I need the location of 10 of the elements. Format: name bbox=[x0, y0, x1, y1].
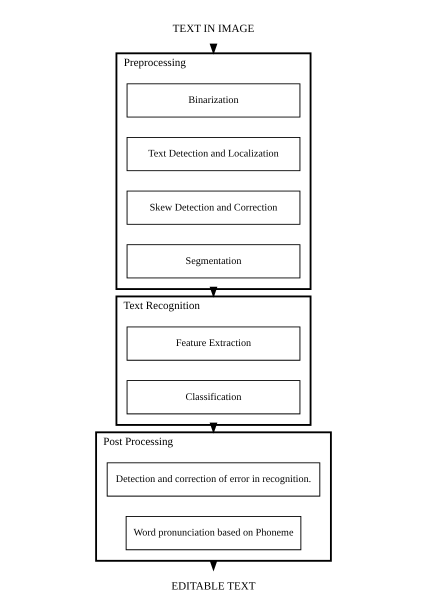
node-box: Skew Detection and Correction bbox=[126, 190, 300, 225]
node-box: Word pronunciation based on Phoneme bbox=[126, 516, 302, 550]
node-text: TEXT IN IMAGE bbox=[172, 23, 254, 36]
node-box: Detection and correction of error in recognition. bbox=[106, 462, 320, 497]
node-box: Binarization bbox=[126, 83, 300, 118]
node-text: EDITABLE TEXT bbox=[171, 580, 256, 593]
node-box: Feature Extraction bbox=[126, 326, 300, 361]
node-box: Classification bbox=[126, 380, 300, 414]
node-box: Segmentation bbox=[126, 244, 300, 278]
node-box: Text Detection and Localization bbox=[126, 136, 300, 172]
